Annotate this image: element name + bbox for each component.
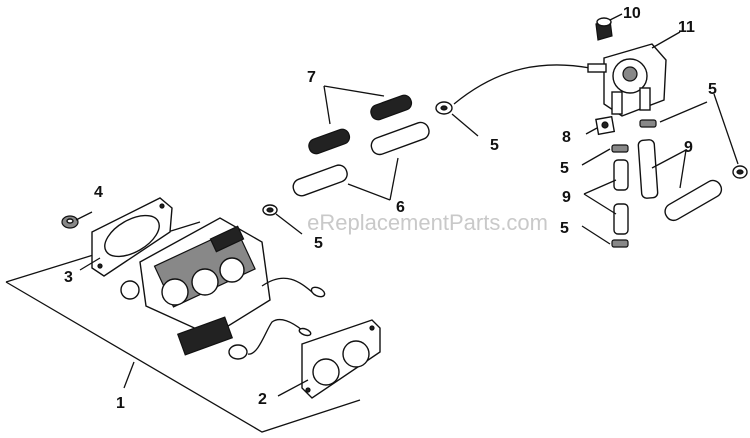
short-hose-lower[interactable] [613,203,629,235]
callout-5-center: 5 [490,137,499,154]
callout-7: 7 [307,69,316,86]
callout-5-upper-clip: 5 [560,160,569,177]
callout-4: 4 [94,184,103,201]
callout-5-right: 5 [708,81,717,98]
callout-5-left: 5 [314,235,323,252]
hose-clamp-right[interactable] [732,165,748,179]
callout-11: 11 [678,19,695,36]
hose-clamp-center[interactable] [435,101,453,115]
callout-8: 8 [562,129,571,146]
callout-9-right: 9 [684,139,693,156]
watermark-text: eReplacementParts.com [307,210,548,235]
hose-clamp-left[interactable] [262,204,278,216]
lower-gasket[interactable] [301,319,381,399]
callout-6: 6 [396,199,405,216]
upper-gasket[interactable] [91,197,173,277]
leader-lines [75,13,739,397]
callout-10: 10 [623,5,641,22]
long-hose-vertical[interactable] [637,139,659,199]
fuel-pump[interactable] [587,43,667,117]
callout-3: 3 [64,269,73,286]
callout-1: 1 [116,395,125,412]
small-clip-pump[interactable] [639,119,657,128]
carburetor-body[interactable] [120,217,326,360]
small-clip-top[interactable] [611,144,629,153]
small-clip-bottom[interactable] [611,239,629,248]
nut-part[interactable] [61,215,79,229]
long-hose-angled[interactable] [662,178,724,224]
fuel-screen-parts[interactable] [307,93,414,155]
callout-9-left: 9 [562,189,571,206]
small-block[interactable] [595,115,616,136]
callout-5-lower-clip: 5 [560,220,569,237]
hose-parts[interactable] [291,120,431,198]
callout-2: 2 [258,391,267,408]
fuel-line [453,64,591,105]
pump-fitting[interactable] [595,17,613,41]
short-hose-upper[interactable] [613,159,629,191]
